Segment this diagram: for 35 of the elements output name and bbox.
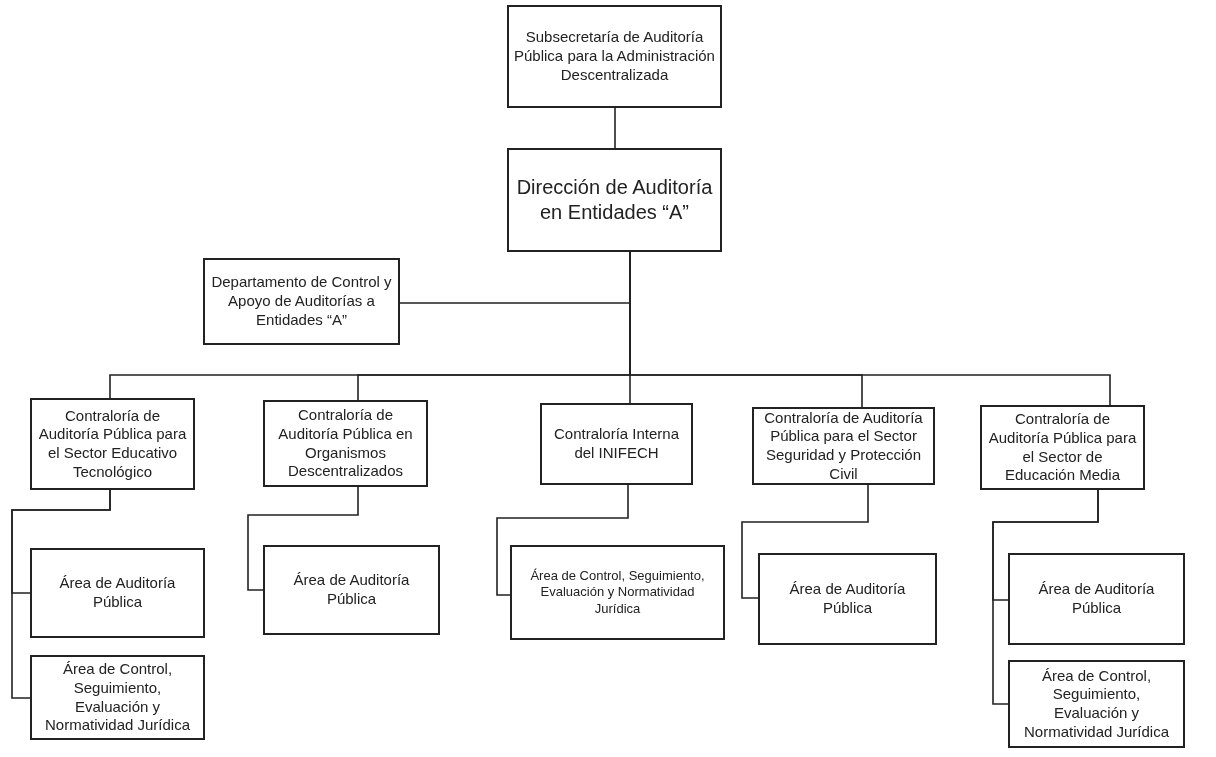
connector-line bbox=[614, 107, 616, 149]
org-box bbox=[980, 405, 1145, 490]
unit-name: Contraloría de Auditoría Pública en Organismos Descentralizados bbox=[277, 406, 414, 481]
connector-line bbox=[741, 484, 869, 599]
unit-name: Departamento de Control y Apoyo de Auditorías a Entidades “A” bbox=[210, 273, 393, 330]
unit-name: Área de Auditoría Pública bbox=[292, 571, 411, 609]
org-box bbox=[30, 548, 205, 638]
unit-name: Área de Control, Seguimiento, Evaluación y Normatividad Jurídica bbox=[1022, 666, 1171, 742]
unit-name: Área de Control, Seguimiento, Evaluación y Normatividad Jurídica bbox=[43, 660, 192, 735]
unit-name: Contraloría Interna del INIFECH bbox=[552, 425, 681, 463]
unit-name: Contraloría de Auditoría Pública para el Sector Educativo Tecnológico bbox=[37, 406, 188, 482]
org-box bbox=[1008, 660, 1185, 748]
org-box bbox=[507, 148, 722, 252]
unit-name: Área de Auditoría Pública bbox=[788, 580, 907, 618]
org-box bbox=[30, 398, 195, 490]
org-box bbox=[1008, 553, 1185, 645]
connector-line bbox=[11, 489, 111, 699]
unit-name: Área de Auditoría Pública bbox=[58, 574, 177, 612]
unit-name: Subsecretaría de Auditoría Pública para la Administración Descentralizada bbox=[513, 28, 716, 85]
connector-line bbox=[247, 486, 359, 591]
unit-name: Área de Auditoría Pública bbox=[1037, 580, 1156, 618]
unit-name: Área de Control, Seguimiento, Evaluación y Normatividad Jurídica bbox=[529, 568, 706, 617]
org-box bbox=[30, 655, 205, 740]
connector-line bbox=[496, 484, 629, 596]
org-box bbox=[510, 545, 725, 640]
unit-name: Dirección de Auditoría en Entidades “A” bbox=[515, 175, 714, 225]
org-box bbox=[203, 258, 400, 345]
connector-line bbox=[992, 489, 1099, 705]
org-box bbox=[263, 400, 428, 487]
org-box bbox=[758, 553, 937, 645]
unit-name: Contraloría de Auditoría Pública para el Sector Seguridad y Protección Civil bbox=[763, 408, 924, 484]
unit-name: Contraloría de Auditoría Pública para el Sector de Educación Media bbox=[987, 410, 1138, 485]
org-box bbox=[540, 403, 693, 485]
org-box bbox=[263, 545, 440, 635]
org-box bbox=[507, 5, 722, 108]
